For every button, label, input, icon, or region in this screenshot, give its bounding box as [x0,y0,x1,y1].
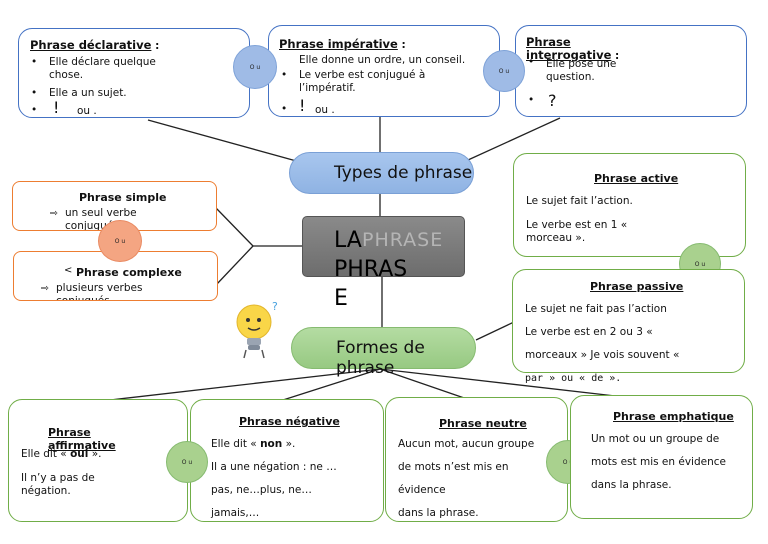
center-line-3: E [334,286,348,311]
phrase-negative-line-3: pas, ne…plus, ne… [211,484,312,496]
phrase-active-line-1: Le sujet fait l’action. [526,195,633,207]
lightbulb-icon: ? [236,300,278,359]
center-line-2: PHRAS [334,257,408,282]
declarative-title-suffix: : [151,40,160,52]
negative-line-1a: Elle dit « [211,438,261,450]
interrogative-bullet-1: • [528,56,535,68]
imperative-item-2: Le verbe est conjugué à l’impératif. [299,69,426,94]
affirmative-line-1c: ». [88,448,102,460]
interrogative-title-suffix: : [611,50,620,62]
svg-text:?: ? [272,300,278,313]
declarative-box: Phrase déclarative : • Elle déclare quel… [18,28,250,118]
phrase-passive-box: Phrase passive Le sujet ne fait pas l’ac… [512,269,745,373]
imperative-title-row: Phrase impérative : [279,37,499,51]
phrase-emphatique-line-3: dans la phrase. [591,479,672,491]
phrase-simple-box: Phrase simple ⇨ un seul verbe conjugué [12,181,217,231]
formes-de-phrase-node: Formes de phrase [291,327,476,378]
phrase-negative-title: Phrase négative [239,415,340,428]
phrase-passive-title: Phrase passive [590,280,684,293]
phrase-neutre-line-2: de mots n’est mis en [398,461,509,473]
interrogative-title: Phrase interrogative [526,35,612,62]
declarative-exclamation: ! [53,98,60,117]
phrase-neutre-line-3: évidence [398,484,446,496]
phrase-emphatique-title: Phrase emphatique [613,410,734,423]
phrase-active-line-2: Le verbe est en 1 « morceau ». [526,219,628,244]
affirmative-line-1a: Elle dit « [21,448,71,460]
declarative-title-row: Phrase déclarative : [30,39,159,53]
ou-circle-3: O u [98,220,142,262]
phrase-negative-line-1: Elle dit « non ». [211,438,295,451]
ou-circle-5: O u [166,441,208,483]
declarative-bullet-2: • [31,87,38,99]
phrase-neutre-line-1: Aucun mot, aucun groupe [398,438,535,450]
interrogative-bullet-2: • [528,94,535,106]
center-node-box [302,216,465,277]
negative-line-1b: non [260,438,283,450]
phrase-complexe-text: plusieurs verbes conjugués [56,282,143,301]
phrase-passive-line-1: Le sujet ne fait pas l’action [525,303,667,315]
phrase-simple-text: un seul verbe conjugué [65,207,137,231]
imperative-bullet-3: • [281,103,288,115]
phrase-complexe-prefix: < [64,265,73,276]
phrase-affirmative-line-1: Elle dit « oui ». [21,448,101,461]
imperative-bullet-2: • [281,69,288,81]
declarative-ou-dot: ou . [77,105,97,117]
declarative-bullet-1: • [31,56,38,68]
interrogative-item-1: Elle pose une question. [546,58,617,83]
phrase-emphatique-line-2: mots est mis en évidence [591,456,726,468]
phrase-complexe-arrow: ⇨ [41,283,49,294]
imperative-title: Phrase impérative [279,37,398,51]
phrase-emphatique-box: Phrase emphatique Un mot ou un groupe de… [570,395,753,519]
imperative-title-suffix: : [397,39,406,51]
imperative-box: Phrase impérative : Elle donne un ordre,… [268,25,500,117]
phrase-affirmative-box: Phrase affirmative Elle dit « oui ». Il … [8,399,188,522]
phrase-active-box: Phrase active Le sujet fait l’action. Le… [513,153,746,257]
phrase-simple-arrow: ⇨ [50,208,58,219]
phrase-emphatique-line-1: Un mot ou un groupe de [591,433,720,445]
phrase-neutre-line-4: dans la phrase. [398,507,479,519]
phrase-negative-line-2: Il a une négation : ne … [211,461,337,473]
declarative-item-2: Elle a un sujet. [49,87,127,99]
types-de-phrase-node: Types de phrase [289,152,474,194]
phrase-simple-title: Phrase simple [79,191,167,204]
phrase-neutre-box: Phrase neutre Aucun mot, aucun groupe de… [385,397,568,522]
ou-circle-2: O u [483,50,525,92]
affirmative-line-1b: oui [70,448,89,460]
declarative-bullet-3: • [31,104,38,116]
formes-de-phrase-label: Formes de phrase [336,338,425,378]
declarative-item-1: Elle déclare quelque chose. [49,56,156,81]
phrase-complexe-title: Phrase complexe [76,266,182,279]
phrase-passive-line-4: par » ou « de ». [525,373,622,384]
types-de-phrase-label: Types de phrase [334,163,473,183]
phrase-passive-line-2: Le verbe est en 2 ou 3 « [525,326,653,338]
phrase-active-title: Phrase active [594,172,679,185]
ou-circle-1: O u [233,45,277,89]
phrase-negative-box: Phrase négative Elle dit « non ». Il a u… [190,399,384,522]
interrogative-question: ? [548,91,557,110]
center-line-1: LA [334,228,362,253]
interrogative-box: Phrase interrogative : • Elle pose une q… [515,25,747,117]
imperative-item-1: Elle donne un ordre, un conseil. [299,54,466,66]
phrase-passive-line-3: morceaux » Je vois souvent « [525,349,680,361]
phrase-watermark: PHRASE [362,229,444,251]
negative-line-1c: ». [282,438,296,450]
phrase-affirmative-line-2: Il n’y a pas de négation. [21,472,95,497]
imperative-ou-dot: ou . [315,104,335,116]
declarative-title: Phrase déclarative [30,38,152,52]
center-node-text: LA PHRAS E [334,226,407,313]
imperative-exclamation: ! [299,96,306,115]
phrase-neutre-title: Phrase neutre [439,417,527,430]
interrogative-title-row: Phrase interrogative : [526,36,636,62]
phrase-affirmative-title: Phrase affirmative [48,426,116,452]
phrase-negative-line-4: jamais,… [211,507,260,519]
